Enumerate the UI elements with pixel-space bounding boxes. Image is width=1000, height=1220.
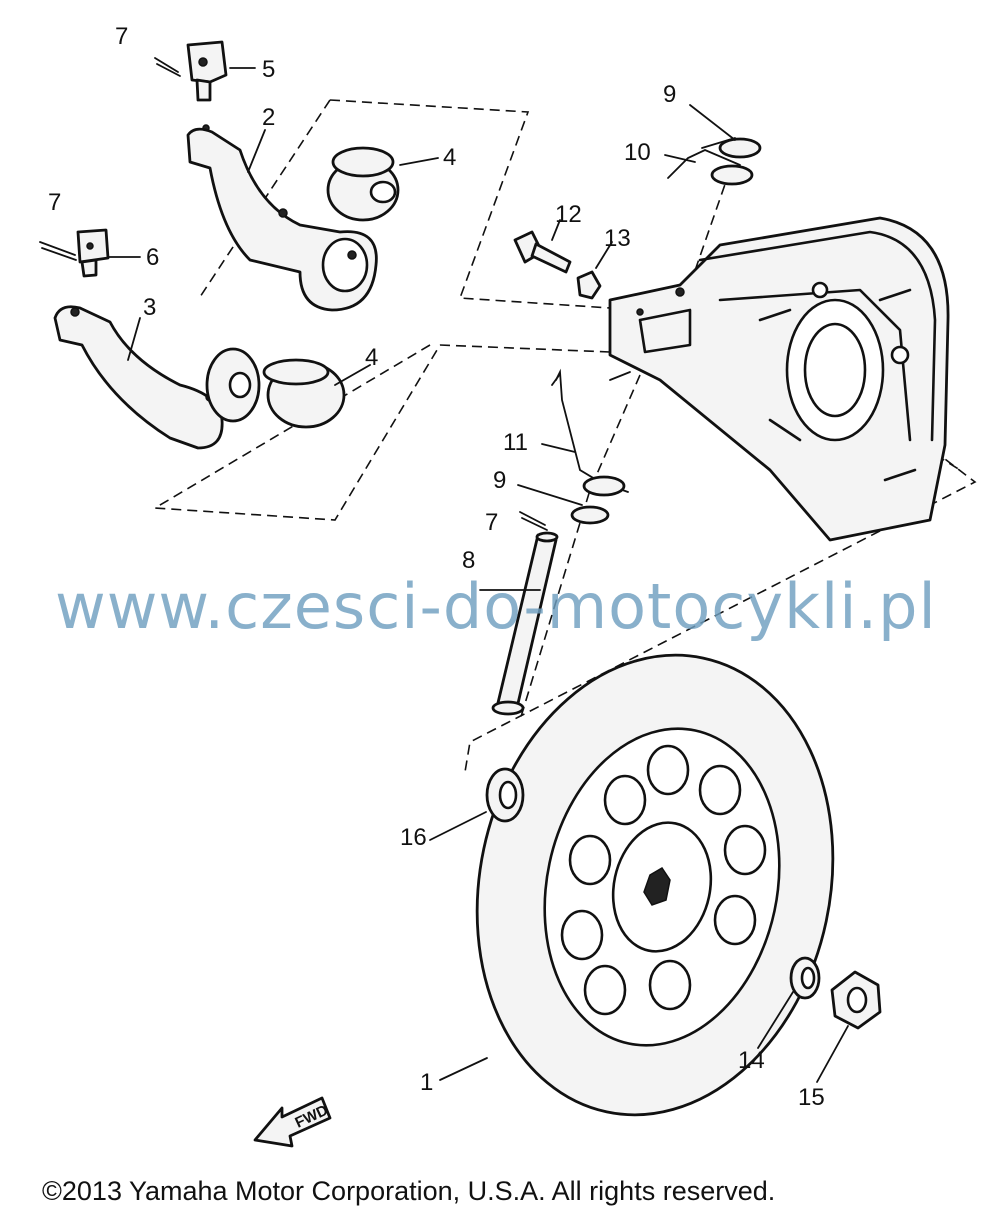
part-8-pivot-shaft <box>491 531 559 716</box>
part-12-bolt <box>513 230 572 274</box>
copyright-text: ©2013 Yamaha Motor Corporation, U.S.A. A… <box>42 1176 775 1206</box>
part-16-washer <box>485 767 525 823</box>
callout-10: 10 <box>624 139 651 166</box>
part-5-clevis <box>186 40 228 132</box>
callout-labels: 7 5 2 4 7 6 3 4 12 13 9 10 11 9 7 8 16 1… <box>48 23 825 1111</box>
part-7-cotter-pins <box>39 57 548 531</box>
watermark-text: www.czesci-do-motocykli.pl <box>55 570 937 643</box>
callout-7-top: 7 <box>115 23 128 50</box>
callout-1: 1 <box>420 1069 433 1096</box>
callout-4-lower: 4 <box>365 344 378 371</box>
callout-8: 8 <box>462 547 475 574</box>
fwd-arrow: FWD <box>253 1096 332 1148</box>
callout-14: 14 <box>738 1047 765 1074</box>
part-4-lower-damper <box>205 347 346 429</box>
callout-leader-lines <box>107 67 849 1083</box>
callout-6: 6 <box>146 244 159 271</box>
part-6-clevis <box>76 228 110 278</box>
callout-3: 3 <box>143 294 156 321</box>
part-9-washer-lower <box>570 475 626 525</box>
callout-9-lower: 9 <box>493 467 506 494</box>
part-9-washer-top <box>710 137 762 186</box>
housing-bracket <box>608 216 950 542</box>
part-11-spring <box>551 368 629 493</box>
callout-2: 2 <box>262 104 275 131</box>
part-15-nut <box>830 970 882 1030</box>
callout-13: 13 <box>604 225 631 252</box>
callout-15: 15 <box>798 1084 825 1111</box>
part-1-disc <box>475 653 835 1117</box>
callout-12: 12 <box>555 201 582 228</box>
part-14-washer <box>789 956 821 1000</box>
callout-5: 5 <box>262 56 275 83</box>
part-3-lower-arm <box>53 305 224 450</box>
part-4-upper-damper <box>326 146 400 222</box>
callout-9-top: 9 <box>663 81 676 108</box>
callout-16: 16 <box>400 824 427 851</box>
callout-11: 11 <box>503 429 528 456</box>
part-2-upper-arm <box>186 127 378 312</box>
callout-4-upper: 4 <box>443 144 456 171</box>
part-13-nut <box>576 270 602 300</box>
callout-7-lower: 7 <box>485 509 498 536</box>
callout-7-left: 7 <box>48 189 61 216</box>
